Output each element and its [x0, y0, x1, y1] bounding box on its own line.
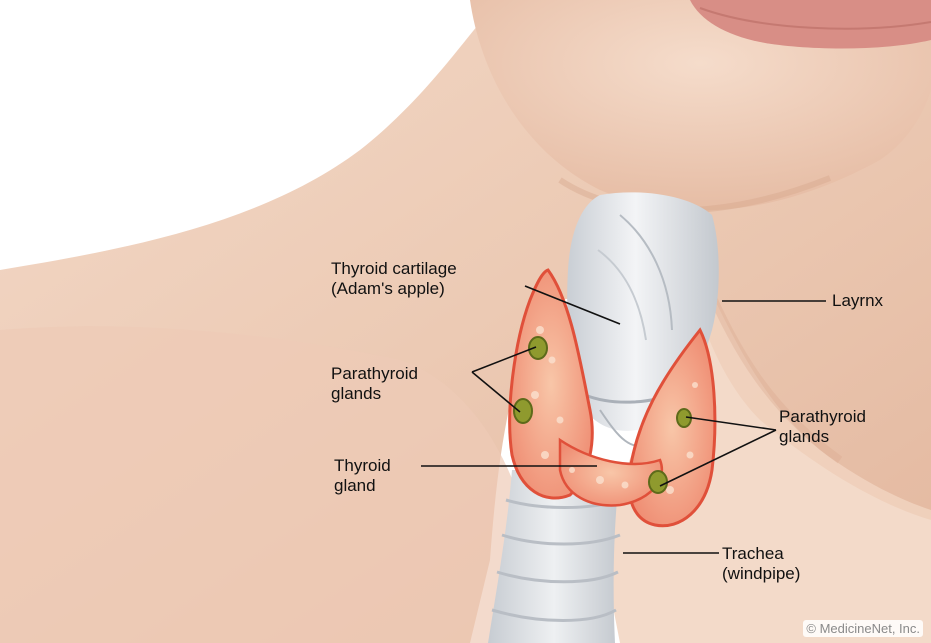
label-parathyroid-right: Parathyroid glands	[779, 407, 866, 447]
label-thyroid-cartilage-line1: Thyroid cartilage	[331, 259, 457, 279]
label-thyroid-gland: Thyroid gland	[334, 456, 391, 496]
label-larynx: Layrnx	[832, 291, 883, 311]
label-trachea: Trachea (windpipe)	[722, 544, 800, 584]
label-thyroid-gland-line2: gland	[334, 476, 391, 496]
label-trachea-line2: (windpipe)	[722, 564, 800, 584]
label-parathyroid-left-line2: glands	[331, 384, 418, 404]
label-parathyroid-left: Parathyroid glands	[331, 364, 418, 404]
label-thyroid-cartilage-line2: (Adam's apple)	[331, 279, 457, 299]
label-parathyroid-left-line1: Parathyroid	[331, 364, 418, 384]
label-parathyroid-right-line1: Parathyroid	[779, 407, 866, 427]
copyright-credit: © MedicineNet, Inc.	[803, 620, 923, 637]
label-larynx-text: Layrnx	[832, 291, 883, 311]
label-thyroid-gland-line1: Thyroid	[334, 456, 391, 476]
label-parathyroid-right-line2: glands	[779, 427, 866, 447]
label-thyroid-cartilage: Thyroid cartilage (Adam's apple)	[331, 259, 457, 299]
label-trachea-line1: Trachea	[722, 544, 800, 564]
